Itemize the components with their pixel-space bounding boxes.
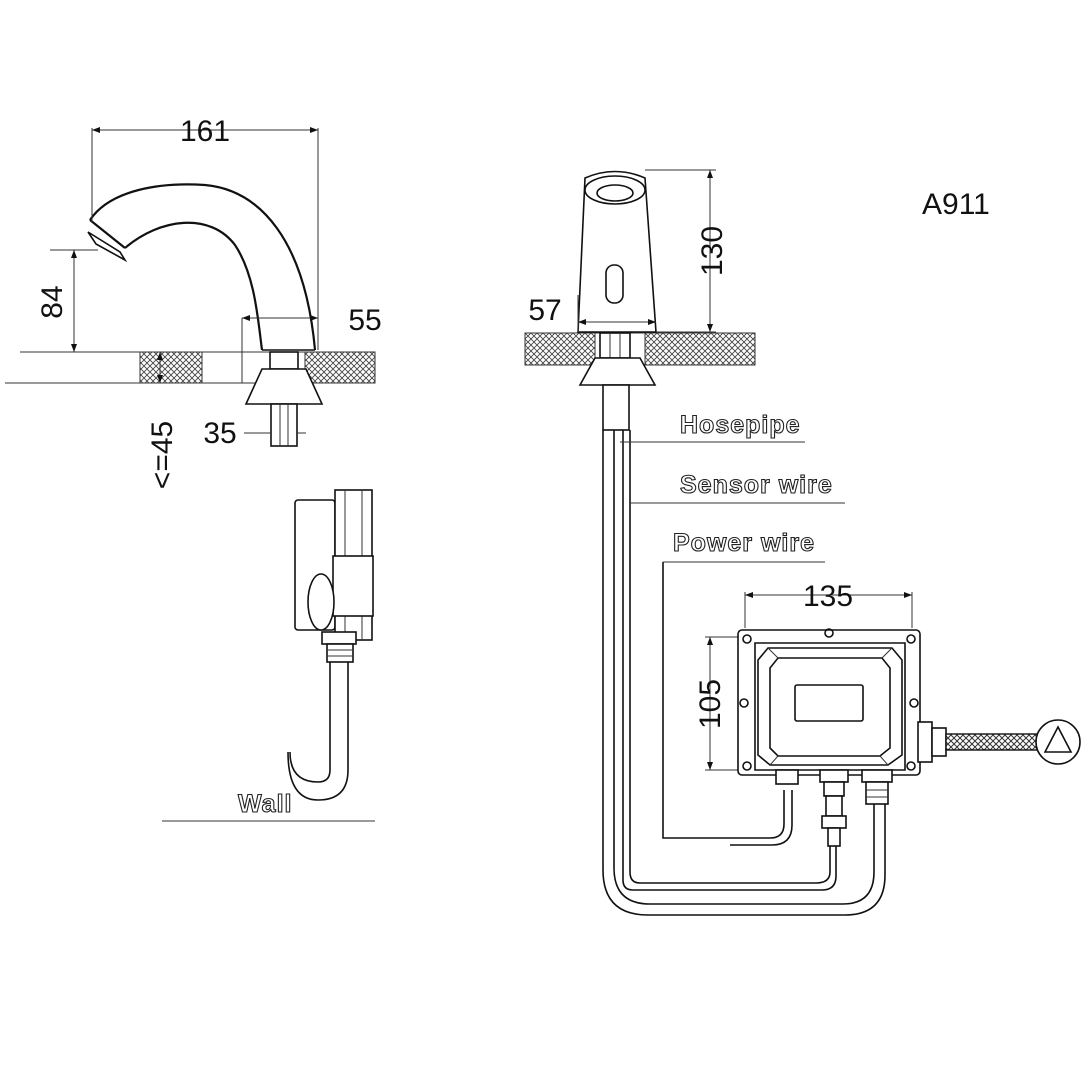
sensor-faucet-front-view: 130 57 — [524, 169, 756, 431]
model-number: A911 — [922, 188, 990, 221]
dim-shank-diameter: 35 — [203, 417, 236, 450]
dim-max-counter-thickness: <=45 — [146, 421, 179, 489]
dim-box-width: 135 — [803, 580, 853, 613]
dim-spout-height: 84 — [36, 285, 69, 318]
dim-sensor-base: 57 — [528, 294, 561, 327]
label-power-wire: Power wire — [673, 529, 815, 557]
label-hosepipe: Hosepipe — [680, 411, 801, 439]
label-sensor-wire: Sensor wire — [680, 471, 833, 499]
dim-sensor-height: 130 — [696, 226, 729, 276]
dim-base-diameter: 55 — [348, 304, 381, 337]
callouts: Hosepipe Sensor wire Power wire — [620, 410, 845, 563]
dim-spout-reach: 161 — [180, 115, 230, 148]
label-wall: Wall — [238, 790, 292, 818]
dim-box-height: 105 — [694, 679, 727, 729]
control-box-front-view: 135 105 — [694, 580, 1081, 847]
hoses-and-wires — [602, 430, 886, 916]
side-view-faucet: 161 84 55 35 <=45 — [5, 115, 382, 489]
control-box-side-view: Wall — [162, 489, 375, 822]
